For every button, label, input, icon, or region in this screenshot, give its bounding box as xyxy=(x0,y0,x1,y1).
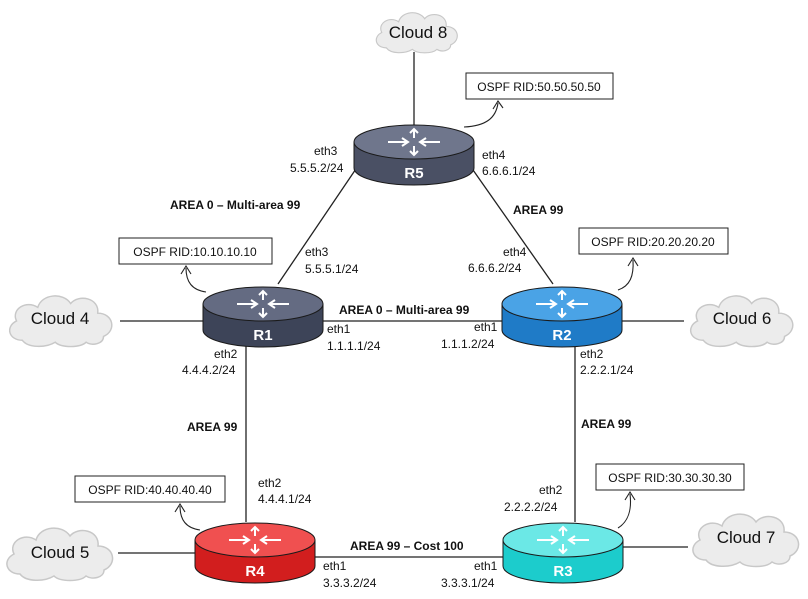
router-arrows-icon xyxy=(229,525,281,555)
curved-arrow-icon xyxy=(617,493,632,529)
interface-name: eth2 xyxy=(539,483,563,497)
interface-name: eth1 xyxy=(474,559,498,573)
interface-ip: 3.3.3.1/24 xyxy=(441,576,495,590)
interface-ip: 6.6.6.1/24 xyxy=(482,164,536,178)
router-label: R3 xyxy=(553,563,572,580)
area-label-r1-r4: AREA 99 xyxy=(187,420,238,434)
cloud-label: Cloud 4 xyxy=(31,309,90,328)
cloud-label: Cloud 7 xyxy=(717,528,776,547)
interface-ip: 2.2.2.1/24 xyxy=(580,363,634,377)
interface-name: eth3 xyxy=(314,144,338,158)
interface-ip: 4.4.4.1/24 xyxy=(258,492,312,506)
router-top xyxy=(194,522,316,558)
router-r5[interactable]: R5 xyxy=(353,124,475,186)
interface-labels: eth3 5.5.5.2/24 eth4 6.6.6.1/24 eth3 5.5… xyxy=(182,144,634,590)
links xyxy=(118,52,688,558)
cloud-cloud6: Cloud 6 xyxy=(689,295,794,348)
arrowhead-icon xyxy=(627,256,639,267)
link-r5-r2 xyxy=(465,159,554,285)
interface-ip: 1.1.1.1/24 xyxy=(327,339,381,353)
interface-name: eth4 xyxy=(482,148,506,162)
arrowhead-icon xyxy=(174,502,186,513)
curved-arrow-icon xyxy=(617,259,634,291)
router-arrows-icon xyxy=(237,289,289,319)
link-r5-r1 xyxy=(277,159,363,285)
cloud-cloud4: Cloud 4 xyxy=(8,295,113,348)
router-label: R4 xyxy=(245,563,265,580)
area-label-r4-r3: AREA 99 – Cost 100 xyxy=(350,539,464,553)
interface-name: eth1 xyxy=(474,320,498,334)
curved-arrow-icon xyxy=(179,505,201,531)
interface-ip: 5.5.5.2/24 xyxy=(290,161,344,175)
arrowhead-icon xyxy=(624,490,636,501)
rid-label: OSPF RID:20.20.20.20 xyxy=(591,235,715,249)
router-top xyxy=(353,124,475,160)
router-top xyxy=(202,286,324,322)
rid-callout-r4: OSPF RID:40.40.40.40 xyxy=(74,475,226,531)
rid-callout-r2: OSPF RID:20.20.20.20 xyxy=(578,227,729,291)
router-arrows-icon xyxy=(537,525,589,555)
interface-name: eth4 xyxy=(503,245,527,259)
interface-ip: 3.3.3.2/24 xyxy=(323,576,377,590)
cloud-label: Cloud 8 xyxy=(389,23,448,42)
cloud-label: Cloud 6 xyxy=(713,309,772,328)
interface-name: eth2 xyxy=(214,347,238,361)
arrowhead-icon xyxy=(180,264,192,275)
arrowhead-icon xyxy=(492,100,504,110)
rid-callout-r1: OSPF RID:10.10.10.10 xyxy=(118,237,273,293)
router-r3[interactable]: R3 xyxy=(502,522,624,584)
interface-name: eth1 xyxy=(323,559,347,573)
router-arrows-icon xyxy=(536,289,588,319)
rid-label: OSPF RID:40.40.40.40 xyxy=(88,483,212,497)
interface-name: eth3 xyxy=(305,245,329,259)
router-r1[interactable]: R1 xyxy=(202,286,324,348)
router-label: R5 xyxy=(404,165,423,182)
interface-ip: 6.6.6.2/24 xyxy=(468,261,522,275)
interface-name: eth2 xyxy=(258,476,282,490)
rid-label: OSPF RID:50.50.50.50 xyxy=(477,80,601,94)
cloud-cloud7: Cloud 7 xyxy=(692,513,800,568)
router-top xyxy=(501,286,623,322)
interface-name: eth1 xyxy=(327,322,351,336)
router-label: R1 xyxy=(253,327,272,344)
rid-label: OSPF RID:10.10.10.10 xyxy=(133,245,257,259)
area-label-r5-r2: AREA 99 xyxy=(513,203,564,217)
rid-label: OSPF RID:30.30.30.30 xyxy=(608,471,732,485)
area-label-r2-r3: AREA 99 xyxy=(581,417,632,431)
router-r2[interactable]: R2 xyxy=(501,286,623,348)
cloud-label: Cloud 5 xyxy=(31,543,90,562)
interface-ip: 2.2.2.2/24 xyxy=(504,500,558,514)
rid-callout-r3: OSPF RID:30.30.30.30 xyxy=(595,463,745,529)
area-label-r1-r5: AREA 0 – Multi-area 99 xyxy=(170,198,301,212)
curved-arrow-icon xyxy=(185,267,207,293)
curved-arrow-icon xyxy=(463,102,499,128)
interface-ip: 5.5.5.1/24 xyxy=(305,262,359,276)
router-arrows-icon xyxy=(388,127,440,157)
router-label: R2 xyxy=(552,327,571,344)
router-r4[interactable]: R4 xyxy=(194,522,316,584)
interface-ip: 1.1.1.2/24 xyxy=(441,337,495,351)
area-label-r1-r2: AREA 0 – Multi-area 99 xyxy=(339,303,470,317)
interface-name: eth2 xyxy=(580,347,604,361)
router-top xyxy=(502,522,624,558)
cloud-cloud5: Cloud 5 xyxy=(6,527,114,582)
rid-callout-r5: OSPF RID:50.50.50.50 xyxy=(463,72,614,128)
area-labels: AREA 0 – Multi-area 99 AREA 99 AREA 0 – … xyxy=(170,198,632,553)
cloud-cloud8: Cloud 8 xyxy=(375,11,459,54)
interface-ip: 4.4.4.2/24 xyxy=(182,363,236,377)
